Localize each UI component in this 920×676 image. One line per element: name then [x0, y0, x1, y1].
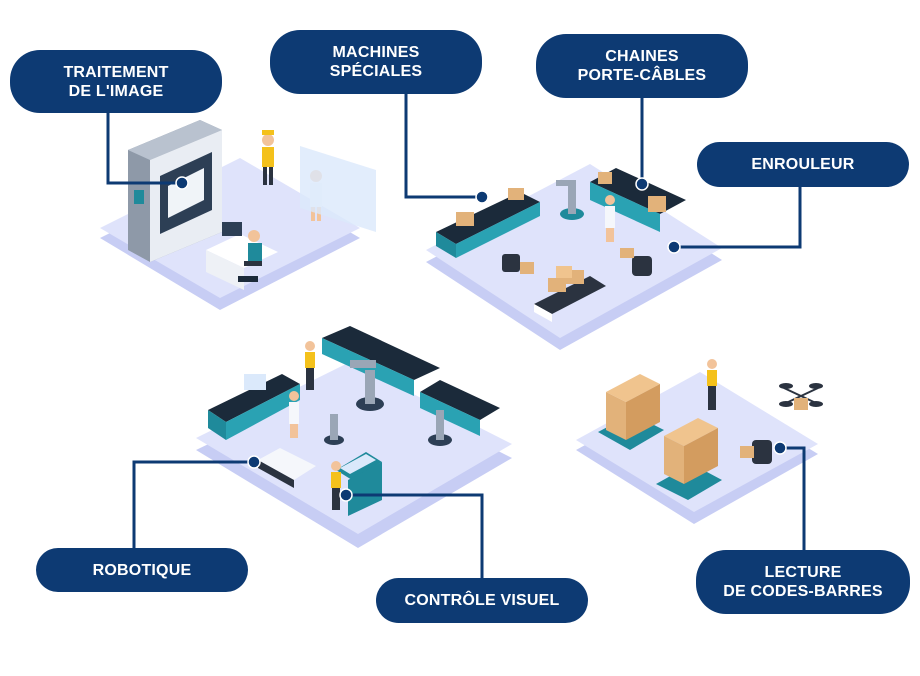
connector-enrouleur [674, 186, 802, 249]
platform-barcode-reading [576, 359, 823, 524]
label-machines-speciales-line1: MACHINES [332, 44, 420, 61]
connector-robotique [132, 460, 254, 550]
label-lecture-codes-barres-line2: DE CODES-BARRES [723, 583, 883, 600]
connector-machines [404, 94, 482, 199]
label-controle-visuel: CONTRÔLE VISUEL [376, 578, 588, 623]
label-machines-speciales-line2: SPÉCIALES [329, 63, 423, 80]
platform-special-machines [426, 164, 722, 350]
label-traitement-image-line1: TRAITEMENT [63, 63, 169, 81]
label-chaines-porte-cables: CHAINES PORTE-CÂBLES [536, 34, 748, 98]
connector-dot-robotique [247, 455, 261, 469]
platform-robotics [196, 326, 512, 548]
label-robotique: ROBOTIQUE [36, 548, 248, 592]
label-chaines-porte-cables-line1: CHAINES [605, 48, 679, 65]
label-enrouleur-line1: ENROULEUR [751, 156, 855, 173]
platform-image-processing [100, 120, 376, 310]
connector-dot-machines [475, 190, 489, 204]
label-lecture-codes-barres-line1: LECTURE [764, 564, 842, 581]
connector-traitement [106, 112, 182, 185]
connector-dot-lecture [773, 441, 787, 455]
label-enrouleur: ENROULEUR [697, 142, 909, 187]
connector-dot-chaines [635, 177, 649, 191]
connector-lecture [780, 446, 806, 552]
connector-dot-enrouleur [667, 240, 681, 254]
connectors [106, 94, 806, 580]
connector-dot-controle [339, 488, 353, 502]
label-robotique-line1: ROBOTIQUE [92, 561, 192, 579]
label-traitement-image: TRAITEMENT DE L'IMAGE [10, 50, 222, 113]
connector-controle [346, 493, 484, 580]
label-lecture-codes-barres: LECTURE DE CODES-BARRES [696, 550, 910, 614]
connector-dot-traitement [175, 176, 189, 190]
label-chaines-porte-cables-line2: PORTE-CÂBLES [577, 67, 707, 84]
label-traitement-image-line2: DE L'IMAGE [68, 82, 164, 100]
label-controle-visuel-line1: CONTRÔLE VISUEL [404, 592, 560, 609]
label-machines-speciales: MACHINES SPÉCIALES [270, 30, 482, 94]
